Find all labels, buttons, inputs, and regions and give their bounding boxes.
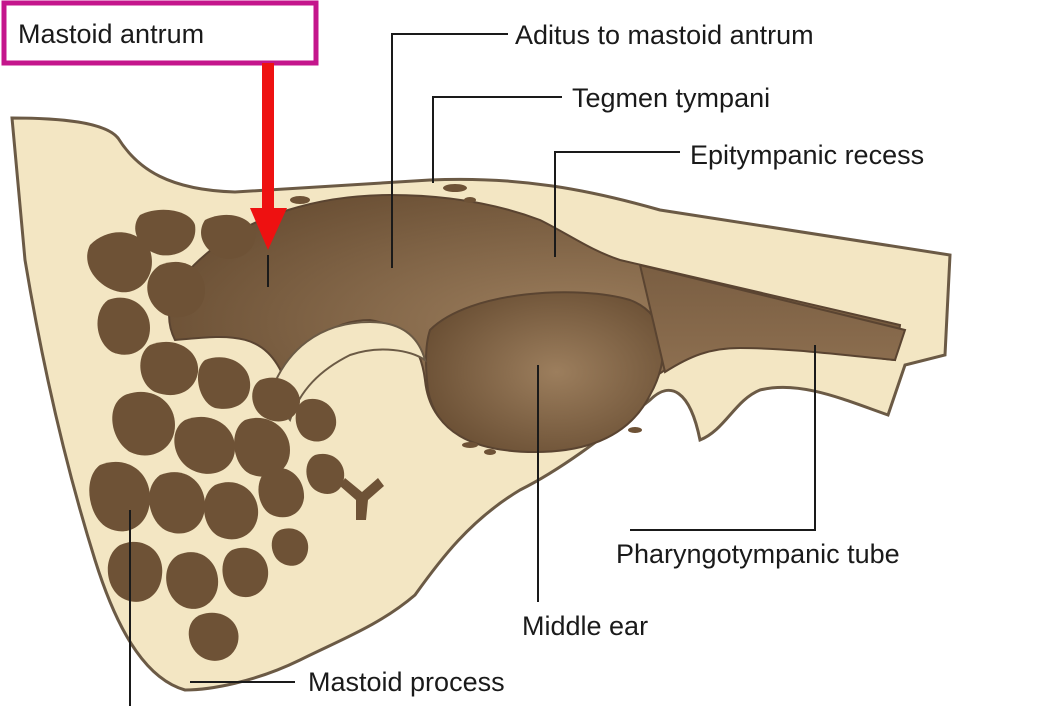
- label-tegmen-tympani: Tegmen tympani: [572, 83, 770, 113]
- bone-fleck: [484, 449, 496, 455]
- air-cell: [108, 542, 162, 602]
- bone-fleck: [443, 184, 467, 192]
- label-aditus: Aditus to mastoid antrum: [515, 20, 814, 50]
- bone-fleck: [290, 196, 310, 204]
- middle-ear-cavity: [426, 292, 663, 452]
- label-pharyngotympanic-tube: Pharyngotympanic tube: [616, 539, 900, 569]
- label-mastoid-process: Mastoid process: [308, 667, 505, 697]
- bone-fleck: [464, 197, 476, 203]
- bone-fleck: [628, 427, 642, 433]
- label-epitympanic-recess: Epitympanic recess: [690, 140, 924, 170]
- bone-fleck: [462, 442, 478, 448]
- label-middle-ear: Middle ear: [522, 611, 648, 641]
- label-mastoid-antrum: Mastoid antrum: [18, 19, 204, 49]
- red-arrow-shaft: [262, 63, 274, 213]
- leader-tegmen: [433, 97, 562, 183]
